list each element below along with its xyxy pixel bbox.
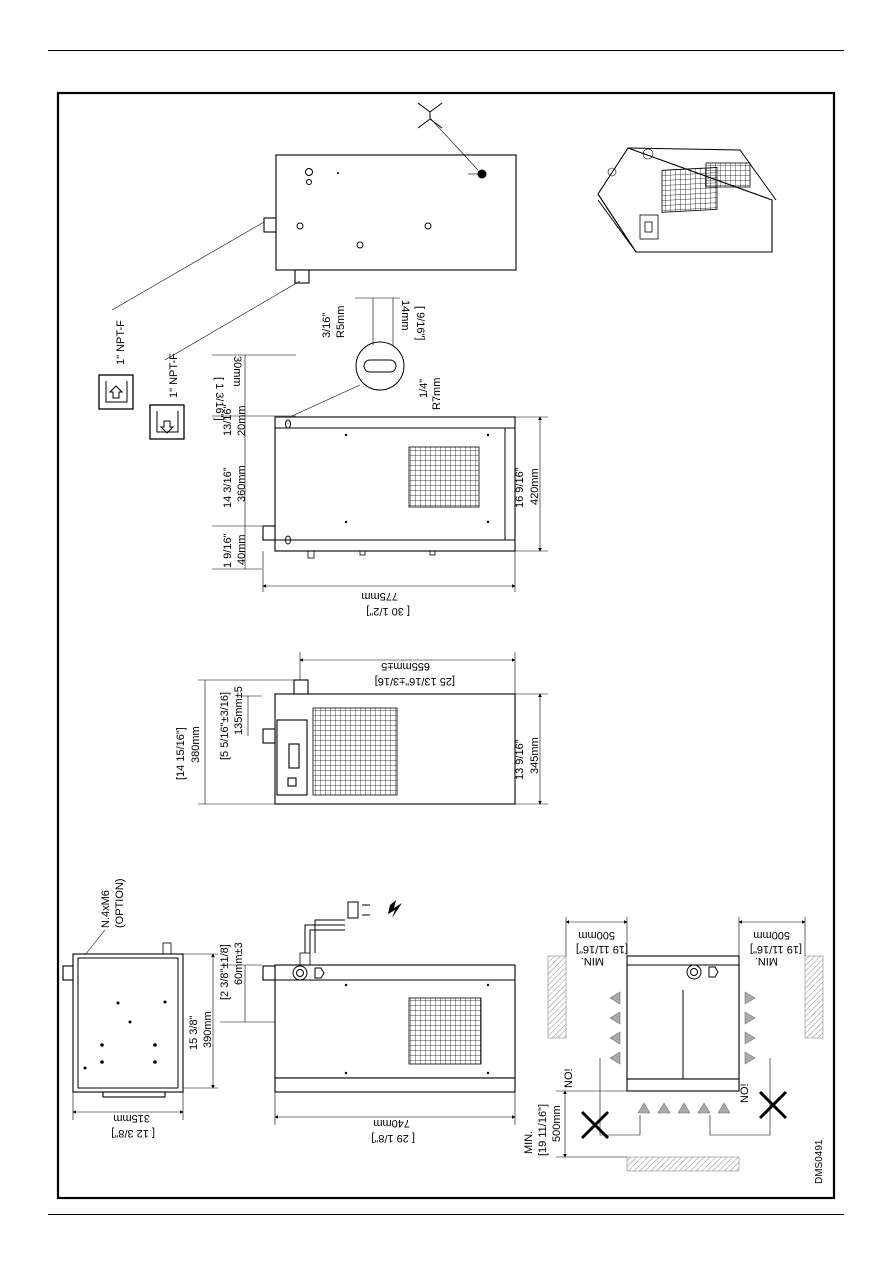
svg-text:500mm: 500mm [551,1105,563,1142]
svg-text:16 9/16": 16 9/16" [514,467,526,508]
svg-text:[19 11/16"]: [19 11/16"] [750,943,802,955]
svg-text:[14 15/16"]: [14 15/16"] [175,727,187,780]
svg-text:[25 13/16"±3/16]: [25 13/16"±3/16] [375,675,455,687]
clearance-diagram [547,917,824,1172]
svg-text:20mm: 20mm [236,405,248,436]
svg-text:315mm: 315mm [113,1112,150,1124]
svg-text:390mm: 390mm [202,1011,214,1048]
svg-text:R7mm: R7mm [431,378,443,410]
header-rule [48,50,844,51]
side-view-1 [212,297,548,592]
svg-text:[5 5/16"±3/16]: [5 5/16"±3/16] [219,692,231,760]
drawing-id: DMS0491 [814,1139,825,1184]
svg-text:MIN.: MIN. [581,955,604,967]
svg-text:3/16": 3/16" [321,313,333,338]
front-view [220,900,516,1125]
svg-text:380mm: 380mm [190,726,202,763]
svg-text:135mm±5: 135mm±5 [233,686,245,735]
svg-text:13/16": 13/16" [222,404,234,436]
svg-text:[ 30 1/2"]: [ 30 1/2"] [366,605,410,617]
top-view [111,102,517,361]
conn-label-1: 1" NPT-F [115,320,127,365]
svg-text:MIN.: MIN. [755,955,778,967]
svg-text:1 9/16": 1 9/16" [222,533,234,568]
svg-text:MIN.: MIN. [523,1131,535,1154]
outlet-icon [98,374,134,410]
svg-text:[19 11/16"]: [19 11/16"] [537,1104,549,1156]
svg-text:740mm: 740mm [373,1117,410,1129]
svg-text:15 3/8": 15 3/8" [188,1015,200,1050]
clearance-dims: 500mm [19 11/16"] MIN. 500mm [19 11/16"]… [523,929,802,1156]
svg-text:NO!: NO! [739,1083,751,1103]
svg-text:1/4": 1/4" [418,379,430,398]
svg-text:345mm: 345mm [529,737,541,774]
svg-text:[ 29 1/8"]: [ 29 1/8"] [371,1132,415,1144]
svg-text:(OPTION): (OPTION) [114,879,126,929]
base-view [62,929,218,1120]
drawing-frame [56,91,836,1200]
svg-text:500mm: 500mm [753,929,790,941]
svg-text:[ 12 3/8"]: [ 12 3/8"] [111,1127,155,1139]
svg-text:14mm: 14mm [399,300,411,331]
svg-text:500mm: 500mm [578,929,615,941]
svg-text:13 9/16": 13 9/16" [514,739,526,780]
conn-label-2: 1" NPT-F [168,353,180,398]
svg-text:420mm: 420mm [529,468,541,505]
npt-inlet: 1" NPT-F [149,353,185,440]
base-view-dims: N.4xM6 (OPTION) 15 3/8" 390mm 315mm [ 12… [100,879,214,1140]
footer-rule [48,1214,844,1215]
svg-text:60mm±3: 60mm±3 [233,942,245,985]
electrical-hazard-icon [388,900,402,918]
svg-text:655mm±5: 655mm±5 [381,660,430,672]
isometric-view [597,147,777,253]
side-view-2 [198,652,548,805]
side-view-1-dims: [ 1 3/16"] 30mm 3/16" R5mm 14mm [ 9/16"]… [213,300,541,617]
svg-text:R5mm: R5mm [335,306,347,338]
svg-text:14 3/16": 14 3/16" [222,467,234,508]
svg-text:N.4xM6: N.4xM6 [100,890,112,928]
svg-text:[19 11/16"]: [19 11/16"] [576,943,628,955]
svg-text:30mm: 30mm [231,356,243,387]
svg-text:775mm: 775mm [361,590,398,602]
side-view-2-dims: 655mm±5 [25 13/16"±3/16] [5 5/16"±3/16] … [175,660,541,780]
svg-text:360mm: 360mm [236,465,248,502]
inlet-icon [149,404,185,440]
front-view-dims: [2 3/8"±1/8] 60mm±3 740mm [ 29 1/8"] [219,942,415,1144]
svg-text:[ 1 3/16"]: [ 1 3/16"] [213,377,225,421]
svg-text:40mm: 40mm [236,534,248,565]
svg-text:[2 3/8"±1/8]: [2 3/8"±1/8] [219,944,231,1000]
svg-text:NO!: NO! [563,1068,575,1088]
svg-text:[ 9/16"]: [ 9/16"] [414,306,426,340]
npt-outlet: 1" NPT-F [98,320,134,410]
